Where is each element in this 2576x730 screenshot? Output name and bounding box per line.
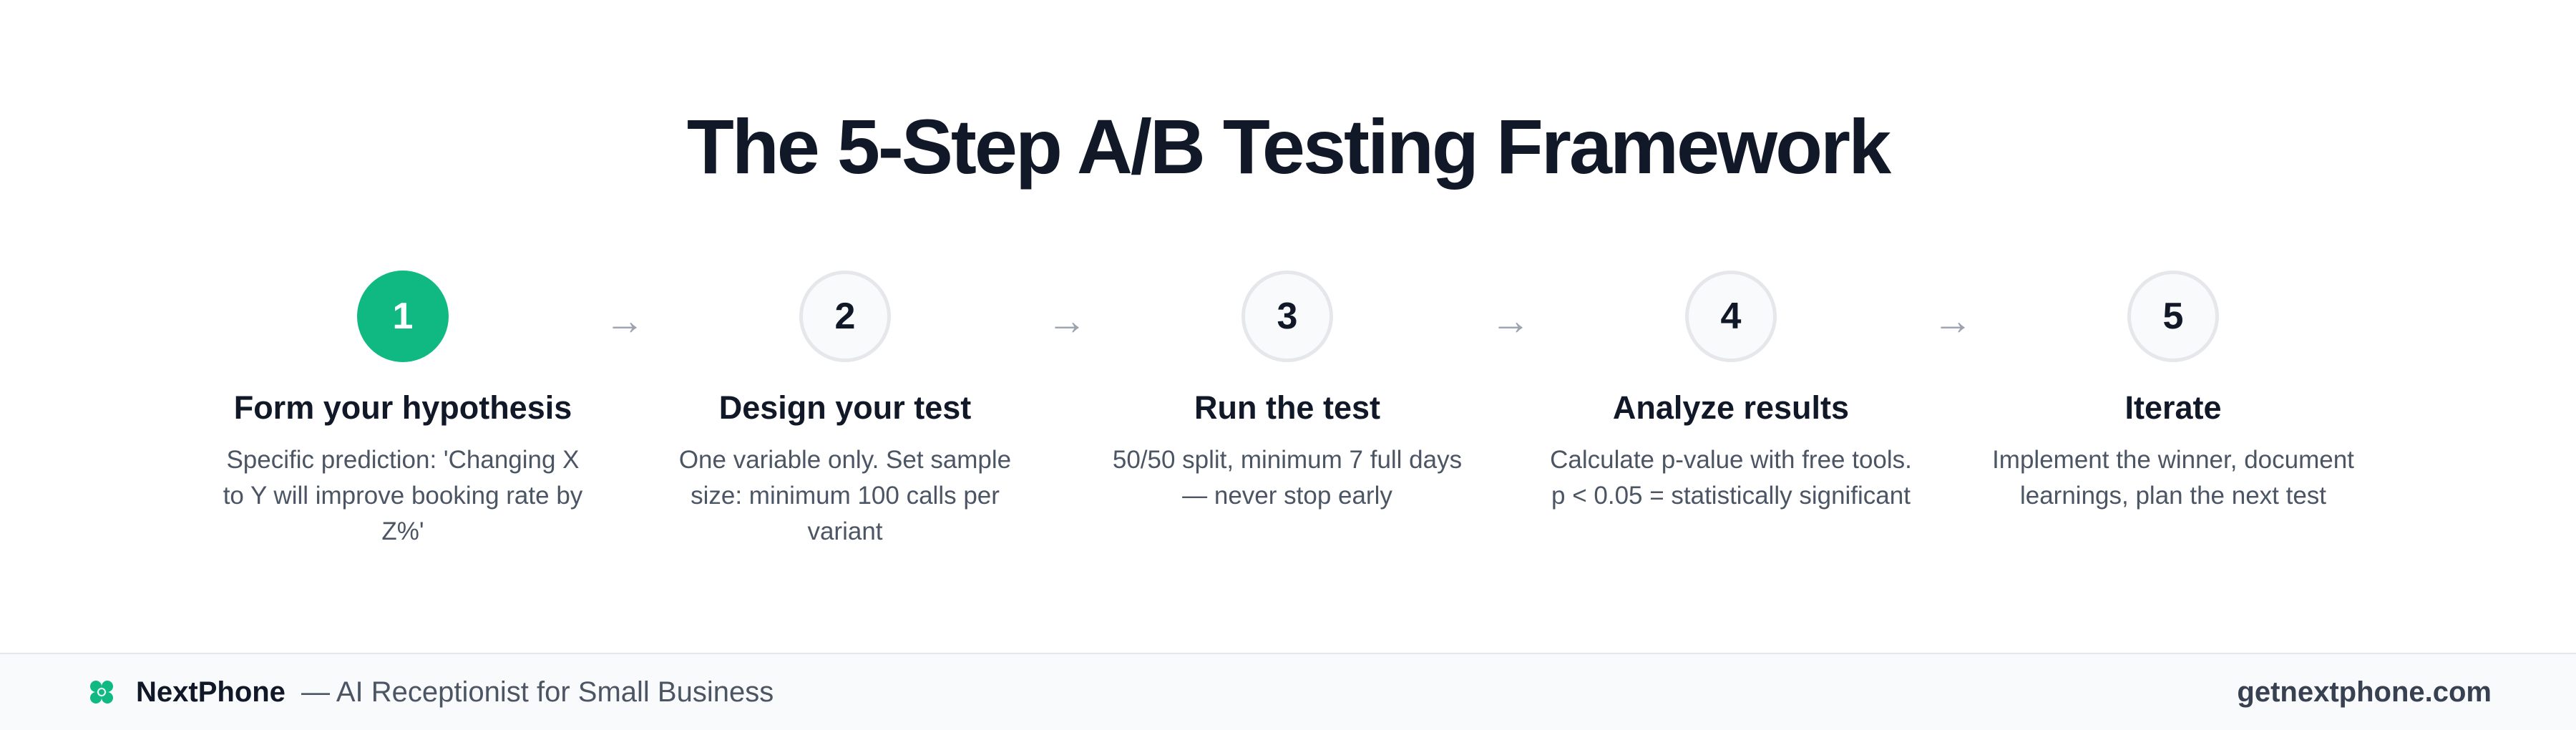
step-number-badge: 5 [2127, 271, 2219, 362]
arrow-right-icon: → [1047, 298, 1087, 343]
step-title: Run the test [1194, 389, 1380, 426]
step-5: 5 Iterate Implement the winner, document… [1973, 271, 2373, 514]
step-description: One variable only. Set sample size: mini… [678, 446, 1012, 545]
clover-logo-icon [90, 681, 113, 704]
arrow-right-icon: → [605, 298, 645, 343]
step-title: Design your test [718, 389, 972, 426]
step-title: Form your hypothesis [233, 389, 572, 426]
arrow-right-icon: → [1933, 298, 1973, 343]
step-title: Iterate [2124, 389, 2222, 426]
step-number-badge: 1 [357, 271, 449, 362]
step-description: Calculate p-value with free tools. p < 0… [1550, 446, 1912, 510]
brand-tagline: — AI Receptionist for Small Business [301, 676, 774, 708]
step-number-badge: 2 [799, 271, 891, 362]
brand: NextPhone — AI Receptionist for Small Bu… [89, 654, 774, 730]
step-2: 2 Design your test One variable only. Se… [645, 271, 1045, 550]
step-description: Specific prediction: 'Changing X to Y wi… [223, 446, 583, 545]
step-description: Implement the winner, document learnings… [1992, 446, 2354, 510]
step-3: 3 Run the test 50/50 split, minimum 7 fu… [1087, 271, 1488, 514]
steps-row: 1 Form your hypothesis Specific predicti… [0, 271, 2576, 571]
step-1: 1 Form your hypothesis Specific predicti… [203, 271, 603, 550]
footer-bar: NextPhone — AI Receptionist for Small Bu… [0, 653, 2576, 730]
brand-name: NextPhone [136, 676, 286, 708]
arrow-right-icon: → [1491, 298, 1531, 343]
website-link[interactable]: getnextphone.com [2237, 676, 2492, 708]
step-title: Analyze results [1612, 389, 1850, 426]
step-description: 50/50 split, minimum 7 full days — never… [1112, 446, 1463, 510]
step-number-badge: 3 [1241, 271, 1333, 362]
page-title: The 5-Step A/B Testing Framework [686, 103, 1891, 190]
step-4: 4 Analyze results Calculate p-value with… [1531, 271, 1931, 514]
step-number-badge: 4 [1685, 271, 1777, 362]
